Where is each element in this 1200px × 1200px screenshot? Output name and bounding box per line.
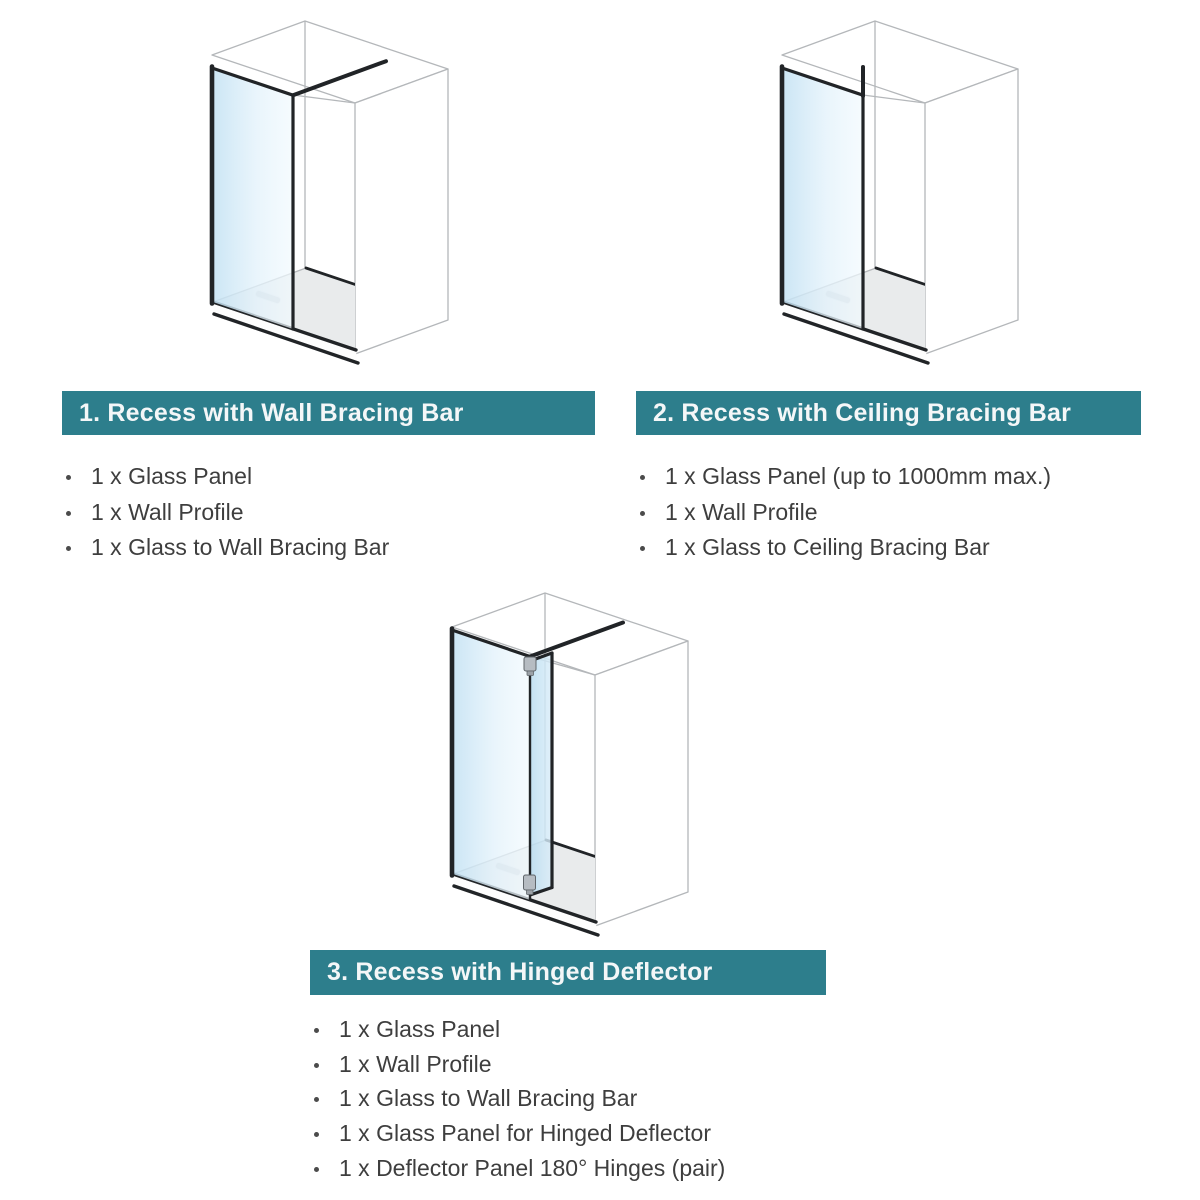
bullet-dot-icon [640,546,645,552]
bullet-dot-icon [314,1027,319,1033]
list-item: 1 x Wall Profile [640,495,1185,531]
list-item-label: 1 x Deflector Panel 180° Hinges (pair) [339,1155,726,1182]
list-item-label: 1 x Glass to Wall Bracing Bar [339,1085,638,1112]
bullet-dot-icon [66,475,71,481]
list-item: 1 x Glass Panel for Hinged Deflector [314,1116,884,1151]
list-item-label: 1 x Glass Panel [91,463,253,490]
list-item: 1 x Glass Panel [314,1012,884,1047]
bullet-dot-icon [640,510,645,516]
room-outline [211,20,449,355]
list-item: 1 x Wall Profile [66,495,591,531]
room-outline [781,20,1019,355]
list-item: 1 x Glass to Wall Bracing Bar [66,530,591,566]
list-item-label: 1 x Wall Profile [665,498,818,525]
hinge-top [523,656,537,676]
bullet-dot-icon [66,510,71,516]
list-item-label: 1 x Wall Profile [91,498,244,525]
list-item: 1 x Glass to Ceiling Bracing Bar [640,530,1185,566]
wall-bracing-bar [528,620,625,659]
bullet-dot-icon [640,475,645,481]
glass-panel [210,66,295,331]
diagram-recess-wall-bracing-bar [209,20,449,365]
ceiling-opening-edge [292,94,356,104]
bullet-dot-icon [314,1132,319,1138]
section-3-parts-list: 1 x Glass Panel 1 x Wall Profile 1 x Gla… [314,1012,884,1186]
list-item-label: 1 x Glass Panel for Hinged Deflector [339,1120,712,1147]
section-3-header: 3. Recess with Hinged Deflector [310,950,826,995]
list-item-label: 1 x Glass Panel (up to 1000mm max.) [665,463,1052,490]
list-item: 1 x Glass Panel (up to 1000mm max.) [640,459,1185,495]
section-1-parts-list: 1 x Glass Panel 1 x Wall Profile 1 x Gla… [66,459,591,566]
diagram-recess-hinged-deflector [449,592,689,937]
room-outline [451,592,689,927]
glass-panel [780,66,865,331]
hinge-bottom [523,874,536,895]
list-item-label: 1 x Glass to Ceiling Bracing Bar [665,534,990,561]
deflector-glass-panel [528,651,554,897]
glass-panel [450,628,532,902]
bullet-dot-icon [314,1097,319,1103]
list-item: 1 x Glass Panel [66,459,591,495]
list-item-label: 1 x Wall Profile [339,1050,492,1077]
list-item-label: 1 x Glass to Wall Bracing Bar [91,534,390,561]
bullet-dot-icon [66,546,71,552]
list-item: 1 x Glass to Wall Bracing Bar [314,1082,884,1117]
list-item-label: 1 x Glass Panel [339,1015,501,1042]
ceiling-opening-edge [862,94,926,104]
wall-bracing-bar [291,59,388,98]
bullet-dot-icon [314,1062,319,1068]
section-2-header: 2. Recess with Ceiling Bracing Bar [636,391,1141,435]
list-item: 1 x Wall Profile [314,1047,884,1082]
list-item: 1 x Deflector Panel 180° Hinges (pair) [314,1151,884,1186]
bullet-dot-icon [314,1167,319,1173]
section-2-parts-list: 1 x Glass Panel (up to 1000mm max.) 1 x … [640,459,1185,566]
section-1-header: 1. Recess with Wall Bracing Bar [62,391,595,435]
diagram-recess-ceiling-bracing-bar [779,20,1019,365]
